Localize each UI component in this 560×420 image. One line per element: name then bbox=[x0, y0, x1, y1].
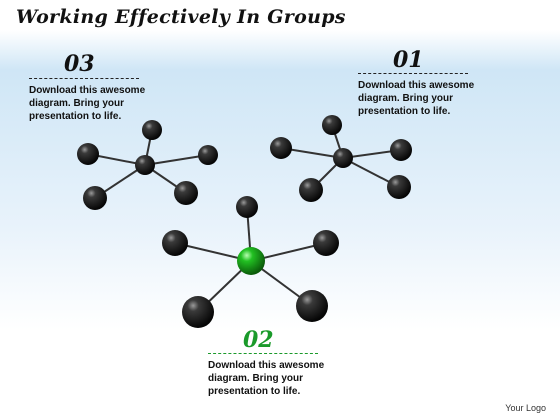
step-description-03: Download this awesome diagram. Bring you… bbox=[29, 85, 146, 122]
step-number-03: 03 bbox=[64, 51, 95, 77]
node bbox=[162, 230, 188, 256]
step-description-01: Download this awesome diagram. Bring you… bbox=[358, 80, 475, 117]
node bbox=[83, 186, 107, 210]
node bbox=[313, 230, 339, 256]
node bbox=[299, 178, 323, 202]
node bbox=[174, 181, 198, 205]
step-number-01: 01 bbox=[393, 47, 424, 73]
node bbox=[296, 290, 328, 322]
divider-02 bbox=[208, 353, 318, 354]
node bbox=[236, 196, 258, 218]
cluster-01 bbox=[270, 115, 412, 202]
node bbox=[387, 175, 411, 199]
divider-03 bbox=[29, 78, 139, 79]
node bbox=[322, 115, 342, 135]
cluster-03 bbox=[77, 120, 218, 210]
node bbox=[270, 137, 292, 159]
step-number-02: 02 bbox=[243, 327, 274, 353]
logo-text: Your Logo bbox=[505, 403, 546, 413]
node bbox=[390, 139, 412, 161]
node bbox=[77, 143, 99, 165]
node bbox=[182, 296, 214, 328]
step-description-02: Download this awesome diagram. Bring you… bbox=[208, 360, 325, 397]
node bbox=[142, 120, 162, 140]
hub-node bbox=[135, 155, 155, 175]
hub-node-highlight bbox=[237, 247, 265, 275]
page-title: Working Effectively In Groups bbox=[16, 6, 346, 28]
node bbox=[198, 145, 218, 165]
hub-node bbox=[333, 148, 353, 168]
cluster-02 bbox=[162, 196, 339, 328]
divider-01 bbox=[358, 73, 468, 74]
